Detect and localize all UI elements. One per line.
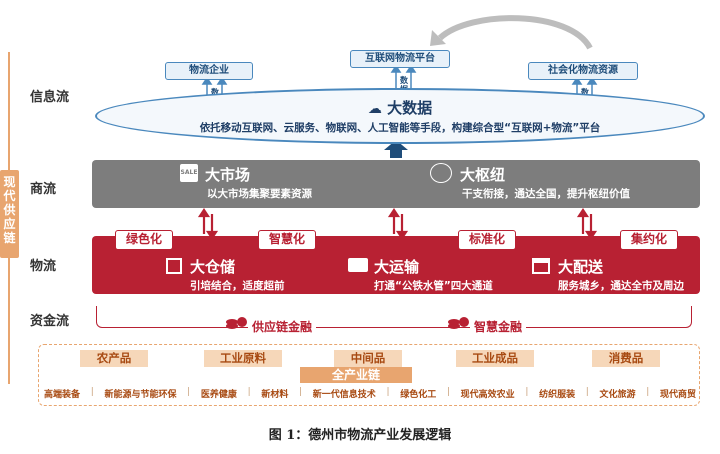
curve-arrow [437, 15, 593, 50]
sale-icon: SALE [180, 164, 198, 182]
figure-caption: 图 1：德州市物流产业发展逻辑 [268, 428, 452, 443]
truck-icon [348, 258, 368, 272]
product-consumer: 消费品 [592, 350, 660, 367]
industry-item: 现代高效农业 [460, 390, 515, 400]
chain-title: 全产业链 [300, 367, 412, 383]
side-tag-modern-supply-chain: 现代供应链 [0, 170, 19, 258]
product-industrial-material: 工业原料 [204, 350, 282, 367]
product-industrial-finished: 工业成品 [456, 350, 534, 367]
row-label-commerce: 商流 [30, 182, 57, 197]
industry-item: 现代商贸 [659, 390, 696, 400]
market-title: 大市场 [205, 166, 251, 184]
pill-intensive: 集约化 [620, 230, 678, 250]
transport-desc: 打通“公铁水管”四大通道 [374, 280, 493, 292]
industry-item: 高端装备 [44, 390, 81, 400]
side-tag-label: 现代供应链 [3, 175, 16, 245]
industry-item: 新能源与节能环保 [104, 390, 177, 400]
industry-item: 绿色化工 [400, 390, 437, 400]
cloud-icon: ☁ [367, 101, 382, 117]
storage-title: 大仓储 [190, 258, 236, 276]
pill-standard: 标准化 [458, 230, 516, 250]
up-arrow [384, 140, 408, 158]
curve-arrow-head [430, 30, 446, 46]
industry-item: 新材料 [261, 390, 289, 400]
double-arrows [197, 208, 598, 240]
delivery-title: 大配送 [558, 258, 604, 276]
product-agri: 农产品 [80, 350, 148, 367]
finance-bracket [96, 306, 692, 328]
industry-item: 医养健康 [200, 390, 237, 400]
bigdata-title-text: 大数据 [387, 99, 433, 117]
hub-desc: 干支衔接，通达全国，提升枢纽价值 [462, 188, 630, 200]
finance-smart: 智慧金融 [470, 318, 527, 335]
pill-green: 绿色化 [115, 230, 173, 250]
source-social-resources: 社会化物流资源 [528, 62, 638, 80]
product-intermediate: 中间品 [334, 350, 402, 367]
transport-title: 大运输 [374, 258, 420, 276]
row-label-info: 信息流 [30, 90, 70, 105]
delivery-desc: 服务城乡，通达全市及周边 [558, 280, 684, 292]
source-internet-platform: 互联网物流平台 [350, 50, 450, 68]
storage-desc: 引培结合，适度超前 [190, 280, 285, 292]
finance-supply-chain: 供应链金融 [248, 318, 317, 335]
industry-item: 文化旅游 [599, 390, 636, 400]
hub-title: 大枢纽 [460, 166, 506, 184]
bigdata-desc: 依托移动互联网、云服务、物联网、人工智能等手段，构建综合型“互联网+物流”平台 [199, 122, 601, 134]
industry-item: 新一代信息技术 [312, 390, 376, 400]
store-icon [532, 258, 550, 274]
bigdata-title: ☁ 大数据 [330, 97, 470, 118]
industry-chain-box [38, 344, 700, 406]
pill-smart: 智慧化 [258, 230, 316, 250]
bigdata-ellipse [95, 88, 705, 144]
hub-icon [430, 163, 452, 183]
industry-list: 高端装备| 新能源与节能环保| 医养健康| 新材料| 新一代信息技术| 绿色化工… [44, 387, 696, 400]
row-label-logistics: 物流 [30, 259, 57, 274]
logistics-band [92, 236, 700, 294]
industry-item: 纺织服装 [539, 390, 576, 400]
market-desc: 以大市场集聚要素资源 [207, 188, 312, 200]
warehouse-icon [166, 258, 182, 274]
source-logistics-enterprise: 物流企业 [165, 62, 253, 80]
row-label-capital: 资金流 [30, 314, 70, 329]
